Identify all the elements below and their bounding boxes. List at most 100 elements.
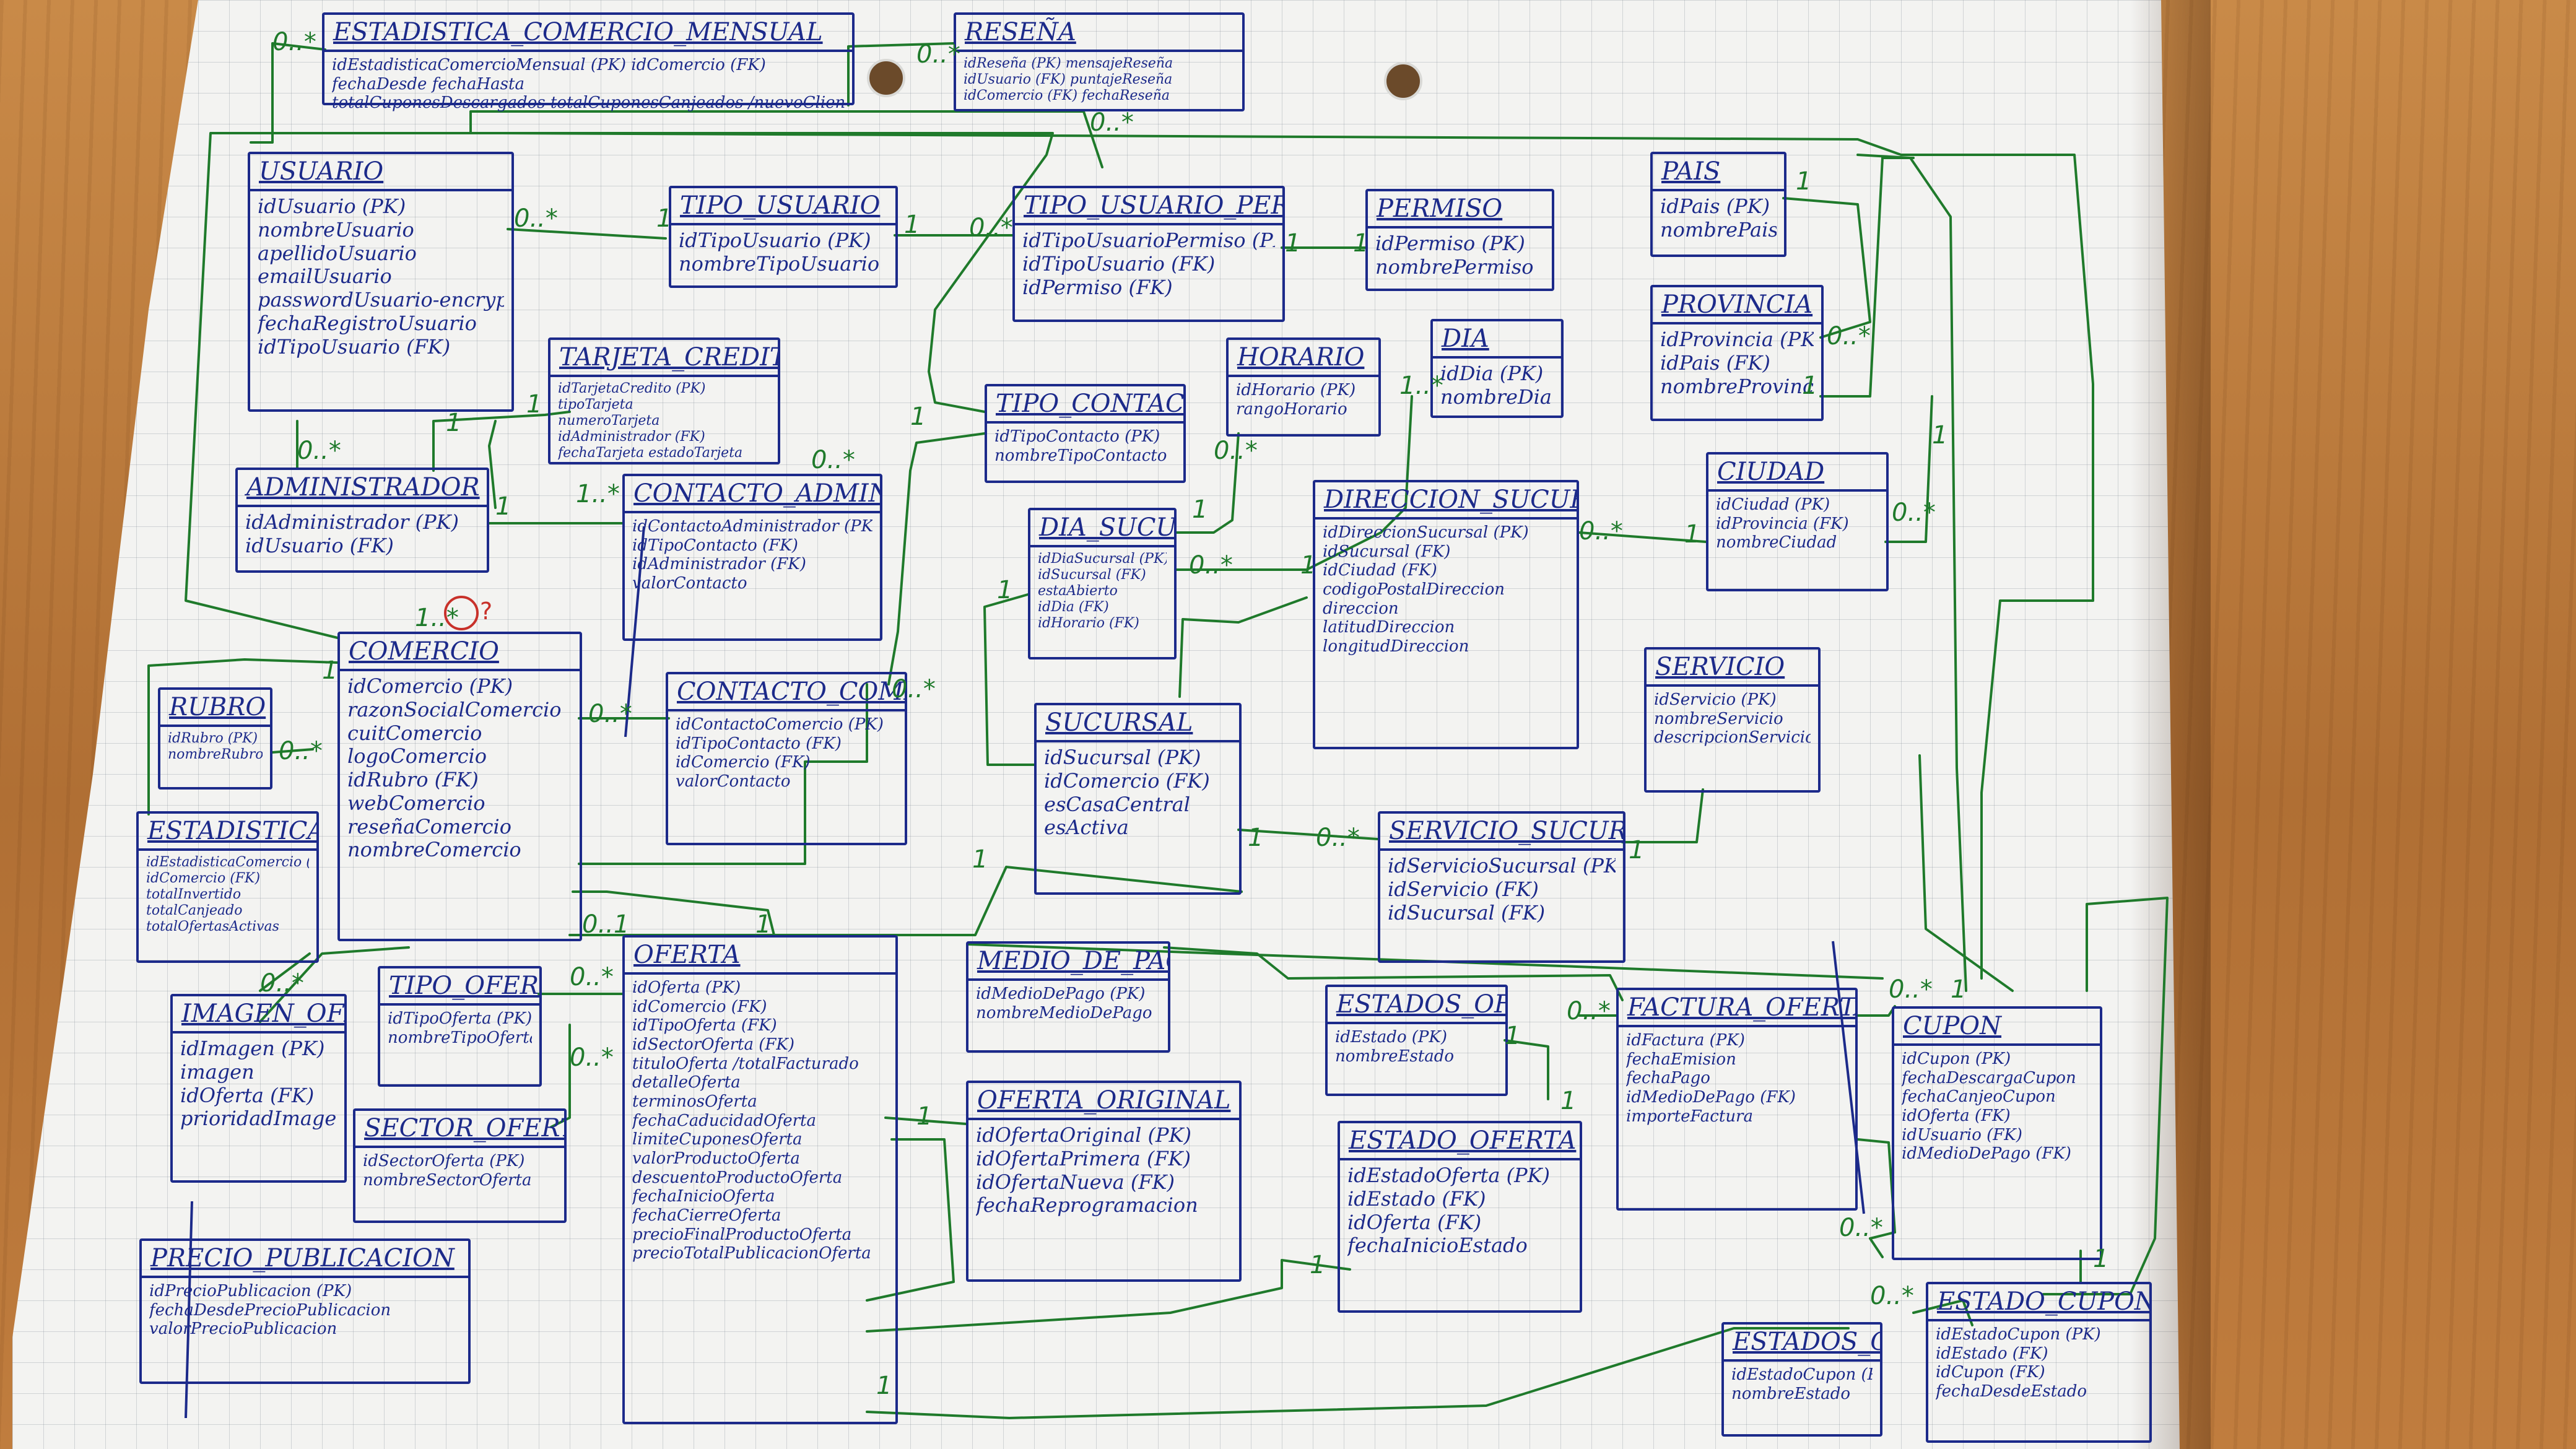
relation-line	[866, 1327, 1850, 1419]
entity-title: ESTADO_CUPON	[1928, 1284, 2149, 1321]
entity-attr: estaAbierto	[1038, 583, 1118, 599]
cardinality-label: 0..*	[969, 214, 1013, 242]
entity-attr: fechaReprogramacion	[976, 1194, 1198, 1217]
relation-line	[866, 1138, 955, 1302]
entity-attr: logoComercio	[347, 745, 487, 768]
entity-attr: fechaDesde fechaHasta	[332, 74, 524, 94]
cardinality-label: 1	[910, 402, 926, 431]
paper-edge-shadow	[2130, 0, 2211, 1449]
entity-attr: idOferta (FK)	[1902, 1107, 2011, 1126]
entity-attr: tipoTarjeta	[558, 396, 633, 412]
entity-estados-cup: ESTADOS_CUP idEstadoCupon (PK)nombreEsta…	[1721, 1322, 1882, 1437]
cardinality-label: 0..*	[279, 737, 323, 765]
cardinality-label: 1	[1932, 421, 1948, 450]
entity-title: ESTADO_OFERTA	[1340, 1123, 1580, 1160]
entity-tipo-usuario: TIPO_USUARIO idTipoUsuario (PK)nombreTip…	[669, 186, 898, 288]
relation-line	[578, 683, 868, 865]
cardinality-label: 1	[656, 204, 672, 233]
entity-attr: idUsuario (FK) puntajeReseña	[964, 71, 1173, 87]
entity-attr: idComercio (FK)	[1044, 769, 1210, 793]
relation-line	[572, 890, 775, 936]
cardinality-label: 0..*	[1189, 551, 1233, 580]
relation-line	[147, 658, 339, 816]
entity-attr: cuitComercio	[347, 721, 482, 745]
cardinality-label: 1	[1796, 167, 1812, 196]
cardinality-label: 1	[526, 390, 542, 419]
entity-medio-de-pago: MEDIO_DE_PAGO idMedioDePago (PK)nombreMe…	[966, 941, 1170, 1053]
entity-attr: idContactoAdministrador (PK)	[632, 517, 872, 536]
entity-attr: idUsuario (FK)	[1902, 1125, 2022, 1144]
relation-line	[1237, 829, 1379, 840]
entity-oferta-original: OFERTA_ORIGINAL idOfertaOriginal (PK)idO…	[966, 1081, 1242, 1282]
relation-line	[469, 110, 1103, 168]
entity-attr: idUsuario (FK)	[245, 534, 394, 557]
cardinality-label: 0..*	[570, 1043, 614, 1072]
relation-line	[507, 228, 667, 240]
entity-attr: idSucursal (PK)	[1044, 746, 1201, 769]
entity-attr: valorContacto	[632, 574, 747, 593]
entity-attr: idOferta (PK)	[632, 978, 741, 997]
entity-attr: idContactoComercio (PK)	[676, 715, 884, 734]
entity-attr: idRubro (PK)	[168, 731, 258, 746]
entity-attr: fechaPago	[1626, 1069, 1710, 1088]
entity-attr: nombreServicio	[1654, 709, 1783, 728]
cardinality-label: 1	[904, 211, 920, 239]
entity-attr: idTipoUsuarioPermiso (PK)	[1022, 229, 1275, 252]
cardinality-label: 1	[1684, 520, 1700, 549]
entity-title: HORARIO	[1229, 340, 1378, 377]
cardinality-label: 1	[1248, 824, 1264, 852]
entity-attr: idPais (FK)	[1660, 351, 1770, 375]
entity-attr: nombreRubro	[168, 746, 263, 762]
entity-attr: idServicio (FK)	[1388, 877, 1539, 901]
entity-attr: idMedioDePago (FK)	[1902, 1144, 2071, 1164]
entity-attr: idEstadisticaComercio (PK)	[146, 855, 309, 870]
entity-title: SERVICIO_SUCURSAL	[1380, 814, 1623, 851]
relation-line	[1918, 754, 2014, 992]
entity-comercio: COMERCIO idComercio (PK)razonSocialComer…	[337, 632, 582, 941]
question-circle-mark	[444, 596, 479, 630]
entity-attr: idCiudad (PK)	[1716, 495, 1830, 514]
entity-title: PAIS	[1653, 154, 1784, 191]
cardinality-label: 0..*	[1892, 498, 1936, 527]
cardinality-label: 1..*	[1399, 372, 1443, 400]
relation-line	[866, 1259, 1351, 1333]
entity-title: ESTADOS_OF	[1328, 987, 1505, 1024]
entity-attr: idCiudad (FK)	[1323, 561, 1437, 580]
cardinality-label: 0..*	[1827, 322, 1871, 350]
entity-attr: precioTotalPublicacionOferta	[632, 1244, 871, 1263]
entity-attr: tituloOferta /totalFacturado	[632, 1054, 859, 1073]
entity-attr: idEstado (PK)	[1335, 1028, 1447, 1046]
entity-dia: DIA idDia (PK)nombreDia	[1430, 319, 1564, 418]
relation-line	[1621, 788, 1704, 843]
entity-attr: totalCanjeado	[146, 902, 243, 918]
entity-rubro: RUBRO idRubro (PK)nombreRubro	[158, 687, 272, 790]
relation-line	[1912, 1299, 1973, 1326]
entity-attr: nombreProvincia	[1660, 375, 1814, 398]
entity-title: CIUDAD	[1708, 455, 1886, 492]
entity-attr: esCasaCentral	[1044, 793, 1190, 816]
entity-estado-oferta: ESTADO_OFERTA idEstadoOferta (PK)idEstad…	[1338, 1121, 1582, 1313]
entity-attr: terminosOferta	[632, 1092, 757, 1112]
question-mark-annotation: ?	[480, 598, 493, 625]
entity-attr: fechaDesdePrecioPublicacion	[149, 1300, 391, 1320]
entity-attr: idSectorOferta (FK)	[632, 1035, 794, 1055]
entity-oferta: OFERTA idOferta (PK)idComercio (FK)idTip…	[622, 935, 898, 1424]
entity-title: ESTADISTICA_COMERCIO_MENSUAL	[324, 15, 852, 52]
entity-attr: fechaEmision	[1626, 1050, 1736, 1069]
entity-attr: imagen	[180, 1060, 255, 1084]
cardinality-label: 1	[1560, 1087, 1577, 1115]
entity-title: CONTACTO_ADMINISTRADOR	[625, 476, 880, 513]
entity-title: RESEÑA	[956, 15, 1242, 52]
entity-attr: emailUsuario	[258, 265, 392, 289]
entity-attr: totalCuponesDescargados totalCuponesCanj…	[332, 94, 845, 113]
entity-estadistica-comercio-mensual: ESTADISTICA_COMERCIO_MENSUAL idEstadisti…	[322, 12, 855, 112]
entity-attr: idFactura (PK)	[1626, 1031, 1745, 1050]
entity-attr: razonSocialComercio	[347, 698, 562, 721]
entity-title: USUARIO	[250, 154, 511, 191]
binder-hole	[867, 59, 905, 97]
entity-attr: fechaDescargaCupon	[1902, 1068, 2076, 1087]
entity-servicio-sucursal: SERVICIO_SUCURSAL idServicioSucursal (PK…	[1378, 811, 1625, 963]
entity-title: PROVINCIA	[1653, 287, 1821, 324]
entity-attr: idCupon (FK)	[1936, 1363, 2045, 1382]
